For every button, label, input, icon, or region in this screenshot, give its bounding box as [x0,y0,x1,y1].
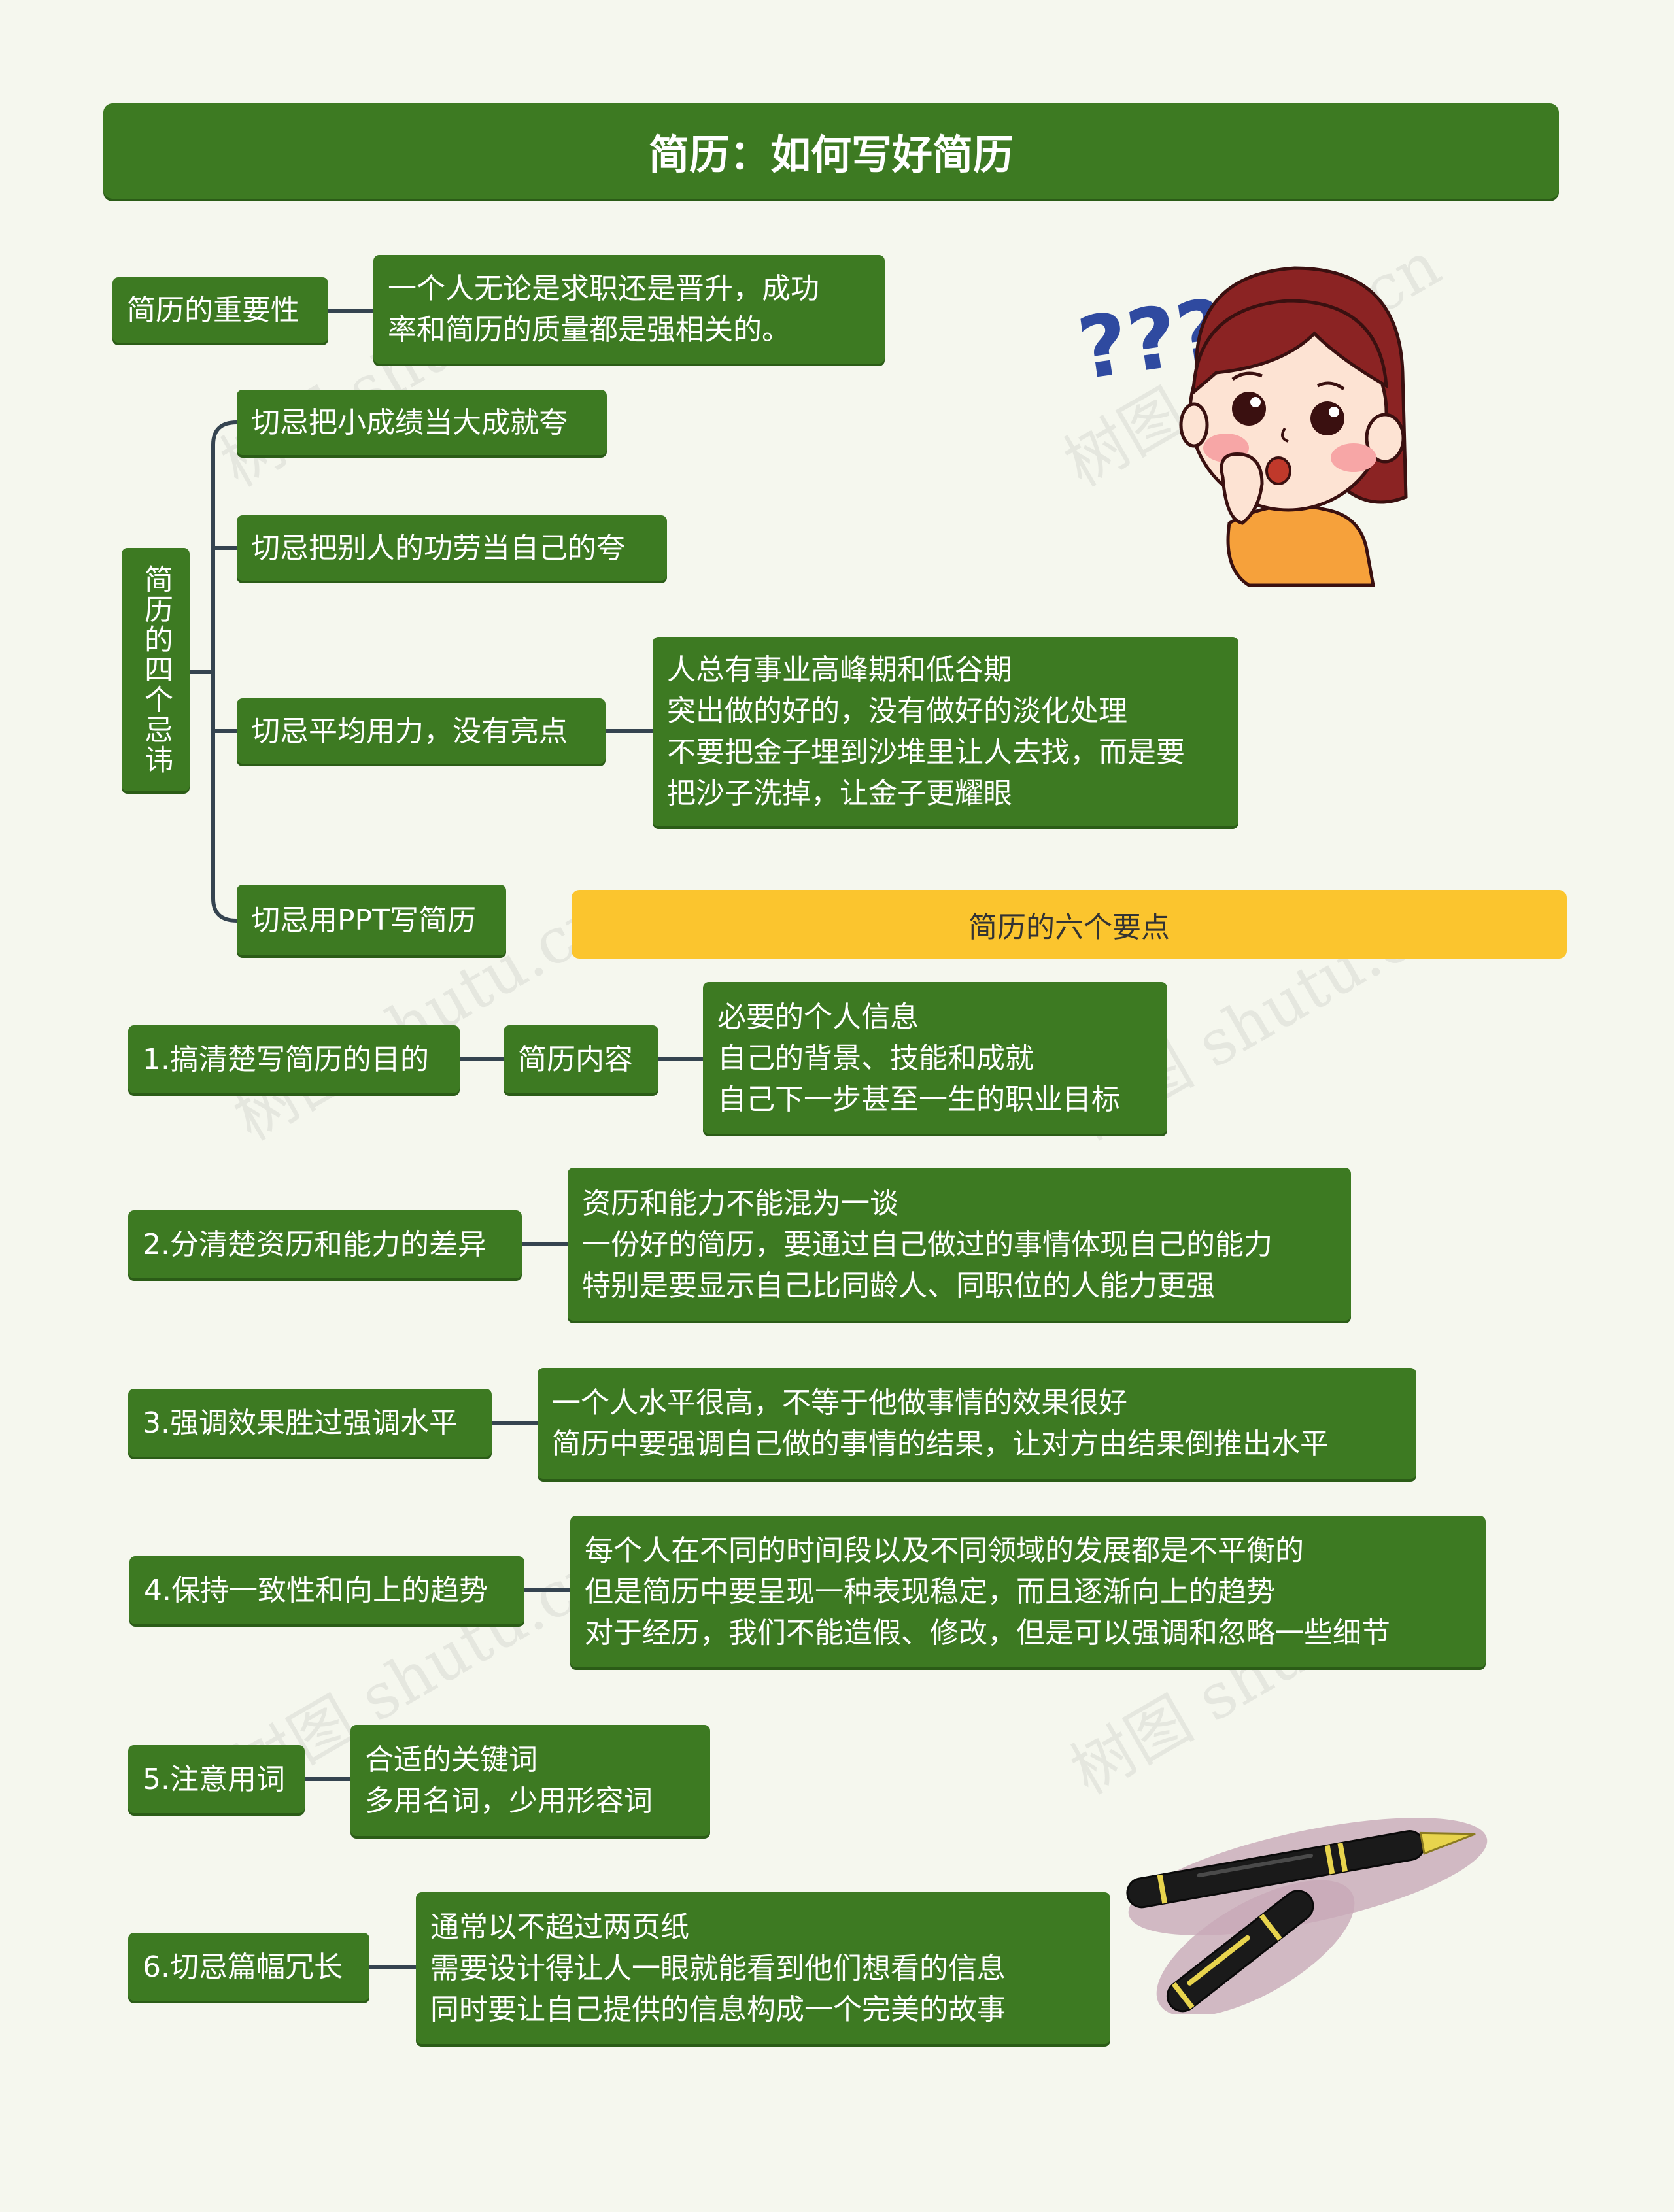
detail-line: 人总有事业高峰期和低谷期 [667,653,1012,687]
detail-line: 必要的个人信息 [717,1000,919,1034]
detail-line: 合适的关键词 [365,1743,538,1777]
taboo-item: 切忌把小成绩当大成就夸 [237,390,607,455]
detail-line: 对于经历，我们不能造假、修改，但是可以强调和忽略一些细节 [585,1616,1390,1650]
taboo-item: 切忌把别人的功劳当自己的夸 [237,515,667,581]
detail-line: 多用名词，少用形容词 [365,1784,653,1818]
importance-detail: 一个人无论是求职还是晋升，成功 率和简历的质量都是强相关的。 [373,255,885,364]
point-detail: 必要的个人信息 自己的背景、技能和成就 自己下一步甚至一生的职业目标 [703,982,1167,1134]
detail-line: 把沙子洗掉，让金子更耀眼 [667,777,1012,810]
importance-node: 简历的重要性 [112,277,328,343]
six-points-banner: 简历的六个要点 [572,890,1567,959]
detail-line: 一个人水平很高，不等于他做事情的效果很好 [552,1386,1127,1420]
detail-line: 但是简历中要呈现一种表现稳定，而且逐渐向上的趋势 [585,1574,1275,1608]
point-detail: 合适的关键词 多用名词，少用形容词 [350,1725,710,1836]
detail-line: 率和简历的质量都是强相关的。 [388,313,791,347]
point-detail: 通常以不超过两页纸 需要设计得让人一眼就能看到他们想看的信息 同时要让自己提供的… [416,1892,1110,2044]
point-node: 2.分清楚资历和能力的差异 [128,1210,522,1278]
detail-line: 突出做的好的，没有做好的淡化处理 [667,694,1127,728]
taboo-item: 切忌平均用力，没有亮点 [237,698,606,764]
point-node: 5.注意用词 [128,1745,305,1813]
detail-line: 特别是要显示自己比同龄人、同职位的人能力更强 [582,1268,1215,1302]
taboo-detail: 人总有事业高峰期和低谷期 突出做的好的，没有做好的淡化处理 不要把金子埋到沙堆里… [653,637,1238,826]
point-node: 3.强调效果胜过强调水平 [128,1389,492,1457]
detail-line: 不要把金子埋到沙堆里让人去找，而是要 [667,736,1185,769]
point-node: 1.搞清楚写简历的目的 [128,1025,460,1093]
detail-line: 同时要让自己提供的信息构成一个完美的故事 [430,1992,1006,2026]
detail-line: 简历中要强调自己做的事情的结果，让对方由结果倒推出水平 [552,1427,1329,1461]
detail-line: 通常以不超过两页纸 [430,1910,689,1944]
point-mid-node: 简历内容 [504,1025,658,1093]
detail-line: 每个人在不同的时间段以及不同领域的发展都是不平衡的 [585,1533,1304,1567]
point-node: 6.切忌篇幅冗长 [128,1933,369,2001]
taboos-node: 简历的四个忌讳 [122,548,190,791]
detail-line: 资历和能力不能混为一谈 [582,1186,898,1220]
detail-line: 自己的背景、技能和成就 [717,1041,1034,1075]
point-detail: 一个人水平很高，不等于他做事情的效果很好 简历中要强调自己做的事情的结果，让对方… [538,1368,1416,1479]
detail-line: 一个人无论是求职还是晋升，成功 [388,272,819,305]
point-detail: 资历和能力不能混为一谈 一份好的简历，要通过自己做过的事情体现自己的能力 特别是… [568,1168,1351,1321]
thinking-girl-illustration: ??? [1072,266,1408,587]
detail-line: 自己下一步甚至一生的职业目标 [717,1082,1120,1116]
detail-line: 需要设计得让人一眼就能看到他们想看的信息 [430,1951,1006,1985]
point-node: 4.保持一致性和向上的趋势 [129,1556,524,1624]
detail-line: 一份好的简历，要通过自己做过的事情体现自己的能力 [582,1227,1273,1261]
taboo-item: 切忌用PPT写简历 [237,885,506,955]
point-detail: 每个人在不同的时间段以及不同领域的发展都是不平衡的 但是简历中要呈现一种表现稳定… [570,1516,1486,1667]
fountain-pen-illustration [1126,1818,1488,2014]
page-title: 简历：如何写好简历 [103,103,1559,199]
